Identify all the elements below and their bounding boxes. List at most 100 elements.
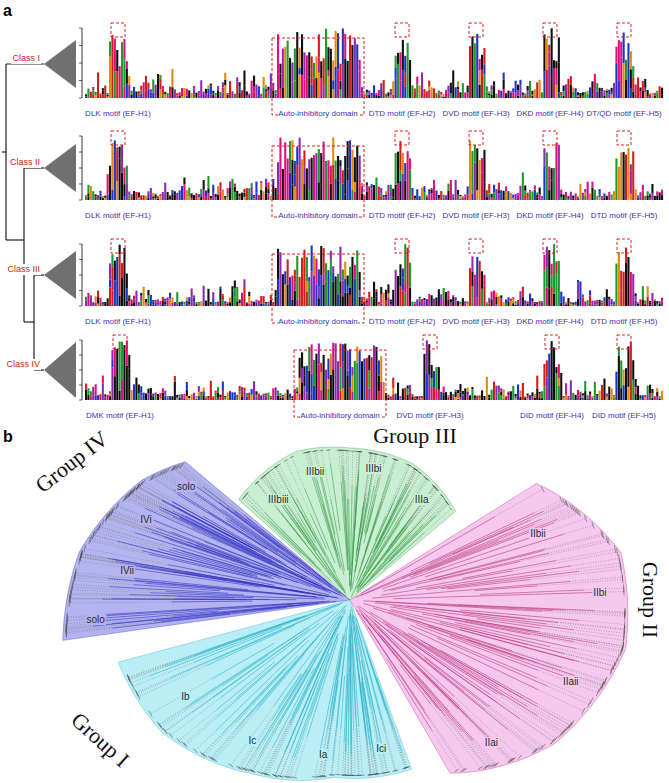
logo-letter <box>395 56 397 68</box>
logo-letter <box>215 302 217 303</box>
logo-letter <box>627 43 629 98</box>
logo-letter <box>635 293 637 296</box>
logo-letter <box>404 56 406 73</box>
logo-letter <box>191 93 193 98</box>
logo-letter <box>517 193 519 195</box>
domain-box <box>272 146 364 217</box>
logo-letter <box>565 395 567 400</box>
logo-letter <box>198 396 200 400</box>
logo-letter <box>320 78 322 98</box>
logo-letter <box>486 302 488 303</box>
axis-tick <box>79 168 82 169</box>
logo-letter <box>279 398 281 400</box>
logo-letter <box>392 290 394 306</box>
logo-letter <box>479 85 481 98</box>
logo-letter <box>601 199 603 200</box>
logo-letter <box>140 90 142 93</box>
logo-letter <box>373 292 375 299</box>
logo-letter <box>603 96 605 98</box>
logo-letter <box>423 186 425 192</box>
logo-letter <box>507 191 509 200</box>
logo-letter <box>239 93 241 98</box>
logo-letter <box>591 185 593 188</box>
logo-letter <box>123 184 125 196</box>
logo-letter <box>539 392 541 394</box>
logo-letter <box>411 302 413 306</box>
logo-letter <box>584 381 586 391</box>
logo-letter <box>145 91 147 98</box>
class-label: Class II <box>9 157 41 168</box>
logo-letter <box>263 394 265 395</box>
logo-letter <box>459 393 461 397</box>
logo-letter <box>109 56 111 76</box>
logo-letter <box>567 79 569 98</box>
logo-letter <box>87 391 89 395</box>
logo-letter <box>522 172 524 200</box>
logo-letter <box>179 398 181 400</box>
logo-letter <box>287 159 289 200</box>
logo-letter <box>649 195 651 197</box>
logo-letter <box>119 147 121 159</box>
logo-letter <box>575 305 577 306</box>
logo-letter <box>392 394 394 400</box>
logo-letter <box>255 397 257 400</box>
logo-letter <box>447 291 449 296</box>
logo-letter <box>97 297 99 303</box>
logo-letter <box>375 289 377 292</box>
logo-letter <box>584 391 586 400</box>
logo-letter <box>579 398 581 400</box>
logo-letter <box>577 390 579 395</box>
logo-letter <box>635 93 637 98</box>
logo-letter <box>548 289 550 306</box>
logo-letter <box>183 305 185 306</box>
logo-letter <box>255 300 257 302</box>
logo-letter <box>85 198 87 200</box>
logo-letter <box>469 46 471 98</box>
logo-letter <box>534 89 536 98</box>
logo-letter <box>613 83 615 98</box>
logo-letter <box>584 189 586 192</box>
logo-letter <box>488 93 490 95</box>
logo-letter <box>589 194 591 200</box>
logo-letter <box>383 80 385 98</box>
logo-letter <box>416 396 418 399</box>
logo-letter <box>217 186 219 194</box>
logo-letter <box>227 95 229 98</box>
logo-letter <box>152 79 154 92</box>
logo-letter <box>385 290 387 300</box>
logo-letter <box>342 344 344 361</box>
logo-letter <box>613 301 615 303</box>
logo-letter <box>339 89 341 98</box>
logo-letter <box>579 281 581 306</box>
logo-letter <box>85 94 87 95</box>
logo-letter <box>212 298 214 306</box>
logo-letter <box>423 89 425 98</box>
logo-letter <box>476 148 478 190</box>
logo-letter <box>591 397 593 400</box>
logo-letter <box>500 298 502 301</box>
logo-letter <box>207 398 209 400</box>
logo-letter <box>644 196 646 200</box>
motif-box <box>111 23 125 37</box>
logo-letter <box>294 283 296 291</box>
logo-letter <box>567 197 569 199</box>
logo-letter <box>342 170 344 183</box>
logo-letter <box>198 96 200 98</box>
logo-letter <box>308 159 310 190</box>
logo-letter <box>109 42 111 57</box>
logo-letter <box>469 268 471 306</box>
logo-letter <box>95 384 97 390</box>
logo-letter <box>375 292 377 297</box>
logo-letter <box>92 191 94 200</box>
logo-letter <box>339 81 341 89</box>
logo-letter <box>591 301 593 306</box>
logo-letter <box>361 186 363 193</box>
logo-letter <box>577 97 579 98</box>
logo-letter <box>308 277 310 282</box>
logo-letter <box>359 156 361 180</box>
logo-letter <box>486 86 488 91</box>
logo-letter <box>375 178 377 200</box>
logo-letter <box>373 282 375 292</box>
logo-letter <box>467 388 469 392</box>
logo-letter <box>119 158 121 200</box>
